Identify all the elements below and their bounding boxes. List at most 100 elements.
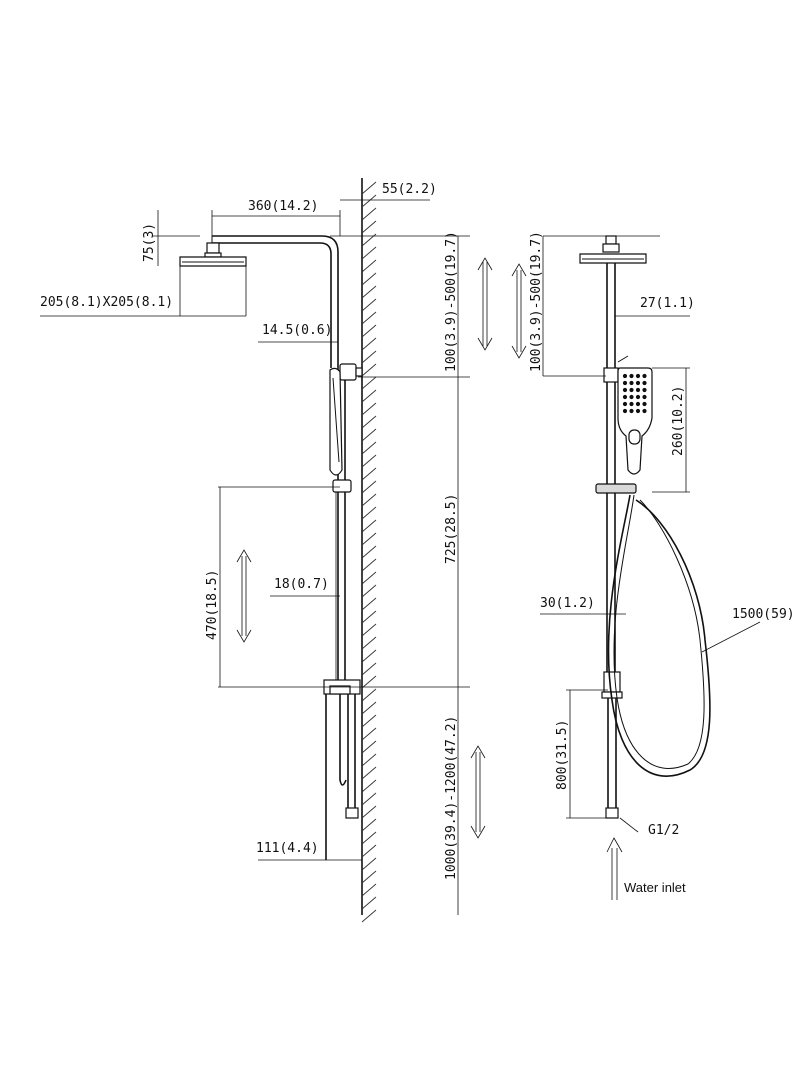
- mount-height-range-label: 1000(39.4)-1200(47.2): [444, 716, 459, 880]
- hatch-line: [361, 376, 377, 390]
- head-height-label: 75(3): [142, 223, 157, 262]
- hatch-line: [361, 220, 377, 234]
- nozzle-dot: [622, 401, 628, 407]
- hatch-line: [361, 519, 377, 533]
- nozzle-dot: [635, 394, 641, 400]
- hatch-line: [361, 441, 377, 455]
- wall: [361, 178, 377, 923]
- hatch-line: [361, 727, 377, 741]
- hatch-line: [361, 675, 377, 689]
- hatch-line: [361, 792, 377, 806]
- hatch-line: [361, 480, 377, 494]
- adjust-arrow-head: [477, 257, 493, 351]
- hatch-line: [361, 272, 377, 286]
- hatch-line: [361, 597, 377, 611]
- hatch-line: [361, 181, 377, 195]
- nozzle-dot: [635, 401, 641, 407]
- hatch-line: [361, 259, 377, 273]
- nozzle-dot: [635, 387, 641, 393]
- hatch-line: [361, 506, 377, 520]
- hatch-line: [361, 194, 377, 208]
- inlet-height-label: 800(31.5): [555, 720, 570, 790]
- adjust-arrow-right: [511, 263, 527, 359]
- hatch-line: [361, 870, 377, 884]
- hatch-line: [361, 623, 377, 637]
- hatch-line: [361, 766, 377, 780]
- hatch-line: [361, 688, 377, 702]
- hatch-line: [361, 584, 377, 598]
- nozzle-dot: [629, 401, 634, 407]
- right-head-height-range-label: 100(3.9)-500(19.7): [529, 231, 544, 372]
- wall-offset-label: 55(2.2): [382, 182, 437, 197]
- hatch-line: [361, 714, 377, 728]
- hatch-line: [361, 740, 377, 754]
- nozzle-dot: [629, 387, 634, 393]
- nozzle-dot: [635, 408, 641, 414]
- water-inlet-label: Water inlet: [624, 880, 686, 895]
- hatch-line: [361, 285, 377, 299]
- water-inlet-arrow: [606, 837, 623, 900]
- arm-length-label: 360(14.2): [248, 199, 318, 214]
- hatch-line: [361, 571, 377, 585]
- hatch-line: [361, 844, 377, 858]
- nozzle-dot: [629, 380, 634, 386]
- wall-hatching: [361, 181, 377, 923]
- hatch-line: [361, 389, 377, 403]
- hatch-line: [361, 662, 377, 676]
- adjust-arrow-mount: [470, 745, 486, 839]
- hatch-line: [361, 779, 377, 793]
- column-length-label: 725(28.5): [444, 494, 459, 564]
- riser-offset-label: 14.5(0.6): [262, 323, 332, 338]
- hatch-line: [361, 428, 377, 442]
- hatch-line: [361, 467, 377, 481]
- hatch-line: [361, 636, 377, 650]
- hatch-line: [361, 818, 377, 832]
- hatch-line: [361, 402, 377, 416]
- hatch-line: [361, 753, 377, 767]
- hatch-line: [361, 363, 377, 377]
- handset-spray-nozzles: [622, 373, 647, 414]
- hatch-line: [361, 415, 377, 429]
- hatch-line: [361, 909, 377, 923]
- nozzle-dot: [629, 394, 634, 400]
- nozzle-dot: [642, 394, 647, 400]
- handset-length-label: 260(10.2): [671, 386, 686, 456]
- hatch-line: [361, 545, 377, 559]
- hatch-line: [361, 701, 377, 715]
- nozzle-dot: [622, 380, 628, 386]
- hatch-line: [361, 350, 377, 364]
- nozzle-dot: [635, 380, 641, 386]
- inlet-thread-label: G1/2: [648, 823, 679, 838]
- head-height-range-label: 100(3.9)-500(19.7): [444, 231, 459, 372]
- nozzle-dot: [629, 373, 634, 379]
- hatch-line: [361, 454, 377, 468]
- rail-offset-label: 18(0.7): [274, 577, 329, 592]
- nozzle-dot: [635, 373, 641, 379]
- nozzle-dot: [622, 387, 628, 393]
- nozzle-dot: [622, 408, 628, 414]
- hatch-line: [361, 246, 377, 260]
- left-shower-column: [179, 235, 363, 860]
- hatch-line: [361, 298, 377, 312]
- hatch-line: [361, 311, 377, 325]
- right-shower-column: [540, 235, 711, 819]
- adjust-arrow-slide: [236, 549, 252, 643]
- hatch-line: [361, 493, 377, 507]
- hatch-line: [361, 324, 377, 338]
- hatch-line: [361, 610, 377, 624]
- nozzle-dot: [642, 401, 647, 407]
- hatch-line: [361, 649, 377, 663]
- nozzle-dot: [642, 387, 647, 393]
- right-dimensions: [511, 236, 761, 900]
- left-dimensions: [40, 199, 493, 915]
- hatch-line: [361, 857, 377, 871]
- hatch-line: [361, 805, 377, 819]
- nozzle-dot: [642, 408, 647, 414]
- nozzle-dot: [642, 380, 647, 386]
- hatch-line: [361, 207, 377, 221]
- rail-diameter-label: 30(1.2): [540, 596, 595, 611]
- hose-length-label: 1500(59): [732, 607, 795, 622]
- hatch-line: [361, 831, 377, 845]
- hatch-line: [361, 896, 377, 910]
